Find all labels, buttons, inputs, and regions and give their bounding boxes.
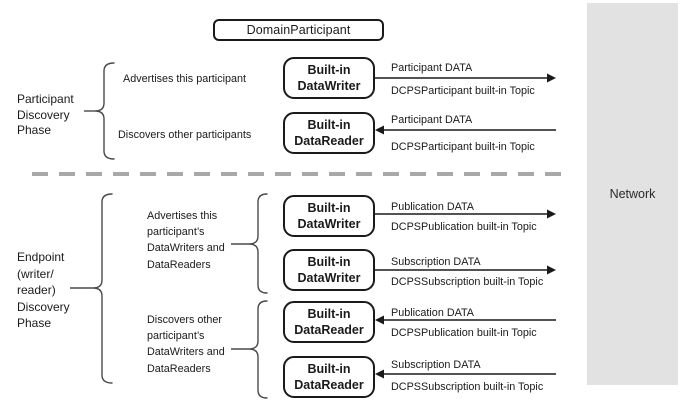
builtin-datawriter-publication-box: Built-in DataWriter: [283, 195, 375, 237]
network-label: Network: [609, 187, 656, 201]
discover-endpoints-label: Discovers other participant’s DataWriter…: [147, 314, 225, 375]
participant-phase-brace: [94, 62, 115, 160]
advertise-participant-label: Advertises this participant: [123, 73, 247, 85]
participant-phase-label: Participant Discovery Phase: [17, 92, 74, 137]
subscription-data-out-label: Subscription DATA: [391, 256, 481, 268]
participant-data-out-label: Participant DATA: [391, 62, 473, 74]
advertise-endpoints-label: Advertises this participant’s DataWriter…: [147, 210, 225, 271]
publication-data-out-label: Publication DATA: [391, 201, 475, 213]
advertise-group-brace: [248, 193, 268, 294]
dcps-publication-topic-in-label: DCPSPublication built-in Topic: [391, 327, 537, 339]
dcps-subscription-topic-in-label: DCPSSubscription built-in Topic: [391, 381, 544, 393]
dcps-publication-topic-out-label: DCPSPublication built-in Topic: [391, 221, 537, 233]
discover-group-brace: [248, 300, 268, 399]
publication-data-in-label: Publication DATA: [391, 307, 475, 319]
dcps-participant-topic-in-label: DCPSParticipant built-in Topic: [391, 141, 535, 153]
discover-participants-label: Discovers other participants: [118, 129, 252, 141]
participant-data-in-label: Participant DATA: [391, 114, 473, 126]
dcps-subscription-topic-out-label: DCPSSubscription built-in Topic: [391, 276, 544, 288]
subscription-data-in-label: Subscription DATA: [391, 359, 481, 371]
endpoint-phase-brace: [92, 193, 113, 384]
network-panel: Network: [587, 3, 678, 385]
builtin-datareader-publication-box: Built-in DataReader: [283, 301, 375, 343]
builtin-datawriter-participant-box: Built-in DataWriter: [283, 57, 375, 99]
endpoint-phase-label: Endpoint (writer/ reader) Discovery Phas…: [17, 250, 70, 330]
builtin-datareader-participant-box: Built-in DataReader: [283, 112, 375, 154]
builtin-datareader-subscription-box: Built-in DataReader: [283, 356, 375, 398]
builtin-datawriter-subscription-box: Built-in DataWriter: [283, 249, 375, 291]
domain-participant-box: DomainParticipant: [213, 19, 384, 41]
dcps-participant-topic-out-label: DCPSParticipant built-in Topic: [391, 85, 535, 97]
